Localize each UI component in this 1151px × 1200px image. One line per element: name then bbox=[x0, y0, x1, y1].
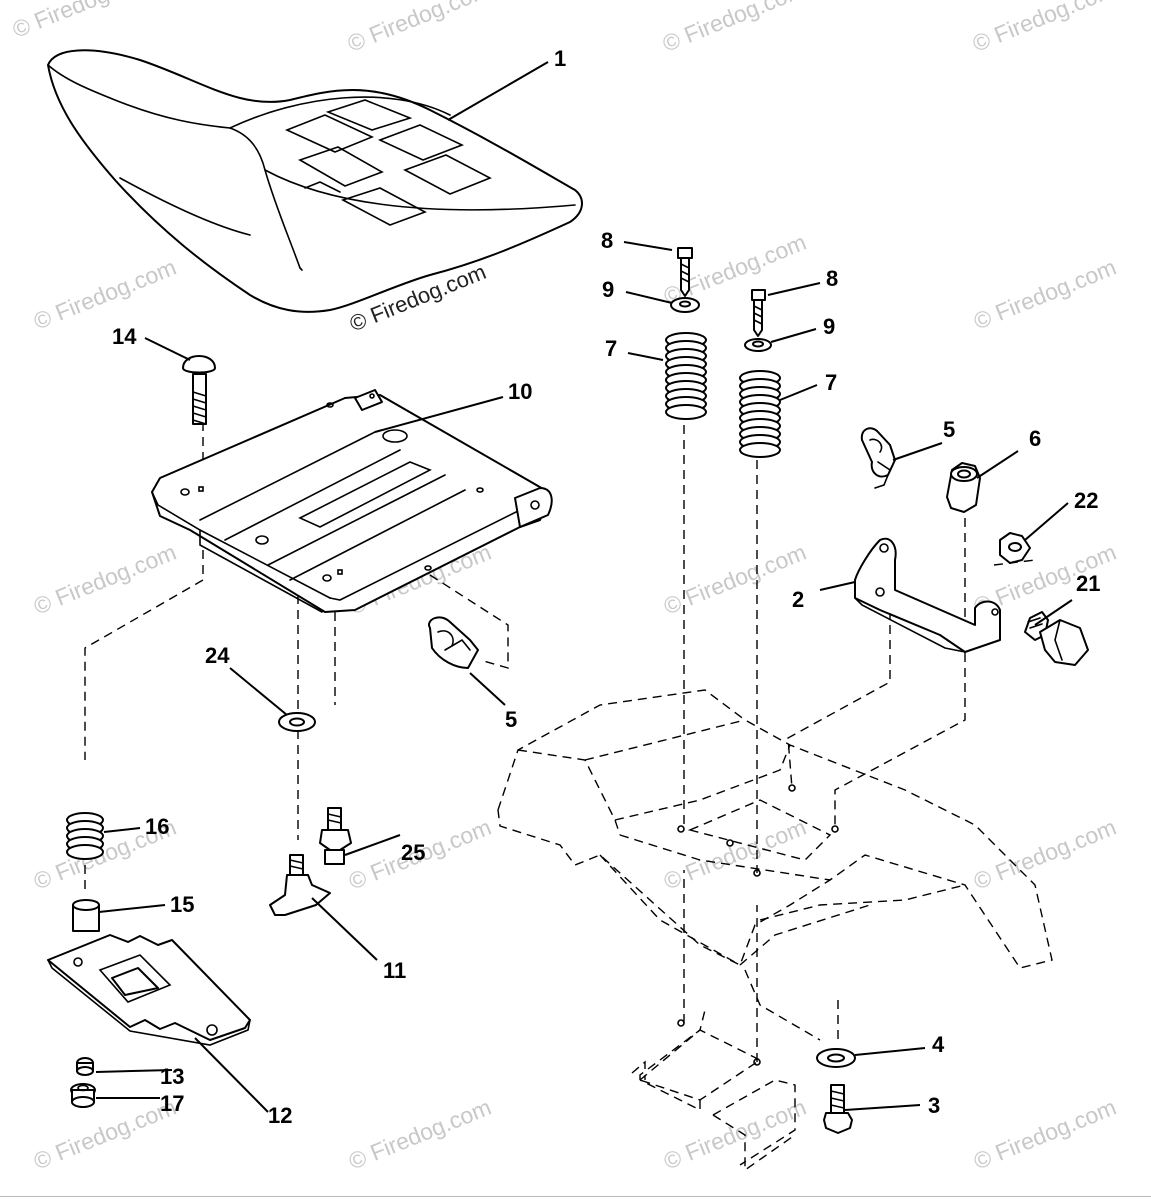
bolt-21 bbox=[1024, 611, 1089, 666]
callout-6: 6 bbox=[1029, 426, 1041, 451]
callout-13: 13 bbox=[160, 1064, 184, 1089]
washer-4 bbox=[816, 1048, 856, 1068]
seat-clip-left bbox=[428, 616, 479, 669]
watermark: © Firedog.com bbox=[970, 814, 1120, 895]
watermark: © Firedog.com bbox=[660, 1094, 810, 1175]
callout-9-left: 9 bbox=[602, 277, 614, 302]
washer-24 bbox=[278, 712, 316, 732]
spring-small bbox=[66, 812, 104, 860]
callout-7-right: 7 bbox=[825, 370, 837, 395]
callout-3: 3 bbox=[928, 1093, 940, 1118]
watermark: © Firedog.com bbox=[659, 0, 809, 57]
callout-25: 25 bbox=[401, 840, 425, 865]
fender-deck bbox=[497, 689, 1053, 1172]
callout-5-right: 5 bbox=[943, 417, 955, 442]
spring-7-left bbox=[665, 332, 707, 420]
watermark: © Firedog.com bbox=[970, 254, 1120, 335]
watermark: © Firedog.com bbox=[970, 1094, 1120, 1175]
spring-7-right bbox=[739, 370, 781, 458]
callout-22: 22 bbox=[1074, 488, 1098, 513]
watermark: © Firedog.com bbox=[30, 539, 180, 620]
seat bbox=[47, 49, 583, 313]
flange-nut-17 bbox=[70, 1083, 96, 1108]
callout-2: 2 bbox=[792, 587, 804, 612]
callout-16: 16 bbox=[145, 814, 169, 839]
callout-1: 1 bbox=[554, 46, 566, 71]
watermark: © Firedog.com bbox=[345, 1094, 495, 1175]
watermark: © Firedog.com bbox=[30, 1094, 180, 1175]
callout-11: 11 bbox=[383, 958, 406, 983]
nut-13 bbox=[76, 1057, 94, 1076]
callout-5-left: 5 bbox=[505, 707, 517, 732]
callout-7-left: 7 bbox=[605, 336, 617, 361]
callout-24: 24 bbox=[205, 643, 230, 668]
callout-21: 21 bbox=[1076, 571, 1100, 596]
bracket bbox=[854, 537, 1001, 653]
callouts: 1 2 3 4 5 5 6 7 7 8 8 9 9 10 11 12 13 14… bbox=[112, 46, 1100, 1128]
watermark: © Firedog.com bbox=[660, 539, 810, 620]
callout-12: 12 bbox=[268, 1103, 292, 1128]
lock-nut-6 bbox=[946, 462, 981, 513]
bushing bbox=[72, 899, 100, 932]
callout-14: 14 bbox=[112, 324, 137, 349]
callout-8-left: 8 bbox=[601, 228, 613, 253]
callout-15: 15 bbox=[170, 892, 194, 917]
callout-10: 10 bbox=[508, 379, 532, 404]
washer-9-left bbox=[670, 297, 700, 313]
bottom-border bbox=[0, 1196, 1151, 1197]
callout-9-right: 9 bbox=[823, 314, 835, 339]
nut-22 bbox=[999, 532, 1031, 564]
bolt-3 bbox=[823, 1084, 853, 1134]
washer-9-right bbox=[744, 338, 772, 352]
bolt-8-right bbox=[751, 289, 766, 337]
watermark: © Firedog.com bbox=[30, 254, 180, 335]
watermark: © Firedog.com bbox=[9, 0, 159, 43]
knob bbox=[269, 854, 331, 916]
callout-4: 4 bbox=[932, 1032, 945, 1057]
carriage-bolt bbox=[182, 355, 216, 425]
shoulder-bolt bbox=[319, 807, 352, 865]
seat-pan bbox=[151, 389, 553, 613]
watermark: © Firedog.com bbox=[344, 0, 494, 57]
callout-17: 17 bbox=[160, 1091, 184, 1116]
watermark: © Firedog.com bbox=[969, 0, 1119, 57]
bolt-8-left bbox=[677, 247, 693, 297]
adjuster-plate bbox=[47, 934, 251, 1046]
leader-lines bbox=[95, 61, 1073, 1113]
callout-8-right: 8 bbox=[826, 266, 838, 291]
seat-clip-right bbox=[860, 427, 896, 489]
